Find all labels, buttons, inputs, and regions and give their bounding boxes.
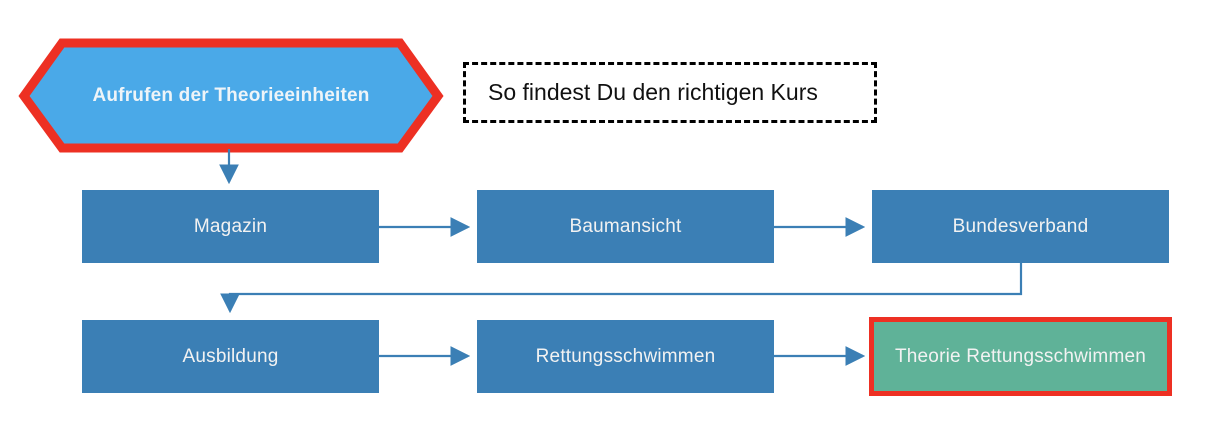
node-baumansicht-label: Baumansicht xyxy=(569,215,682,237)
node-ausbildung-label: Ausbildung xyxy=(182,345,279,367)
node-baumansicht[interactable]: Baumansicht xyxy=(477,190,774,263)
start-node-aufrufen-der-theorieeinheiten[interactable] xyxy=(24,43,438,148)
connector-bundesverband-to-ausbildung xyxy=(220,263,1023,314)
node-theorie-rettungsschwimmen-label: Theorie Rettungsschwimmen xyxy=(894,345,1147,367)
node-rettungsschwimmen-label: Rettungsschwimmen xyxy=(535,345,716,367)
node-magazin[interactable]: Magazin xyxy=(82,190,379,263)
node-rettungsschwimmen[interactable]: Rettungsschwimmen xyxy=(477,320,774,393)
node-bundesverband-label: Bundesverband xyxy=(952,215,1089,237)
node-bundesverband[interactable]: Bundesverband xyxy=(872,190,1169,263)
node-magazin-label: Magazin xyxy=(193,215,268,237)
note-text: So findest Du den richtigen Kurs xyxy=(488,79,818,105)
note-box: So findest Du den richtigen Kurs xyxy=(463,62,877,123)
node-ausbildung[interactable]: Ausbildung xyxy=(82,320,379,393)
node-theorie-rettungsschwimmen[interactable]: Theorie Rettungsschwimmen xyxy=(869,317,1172,396)
